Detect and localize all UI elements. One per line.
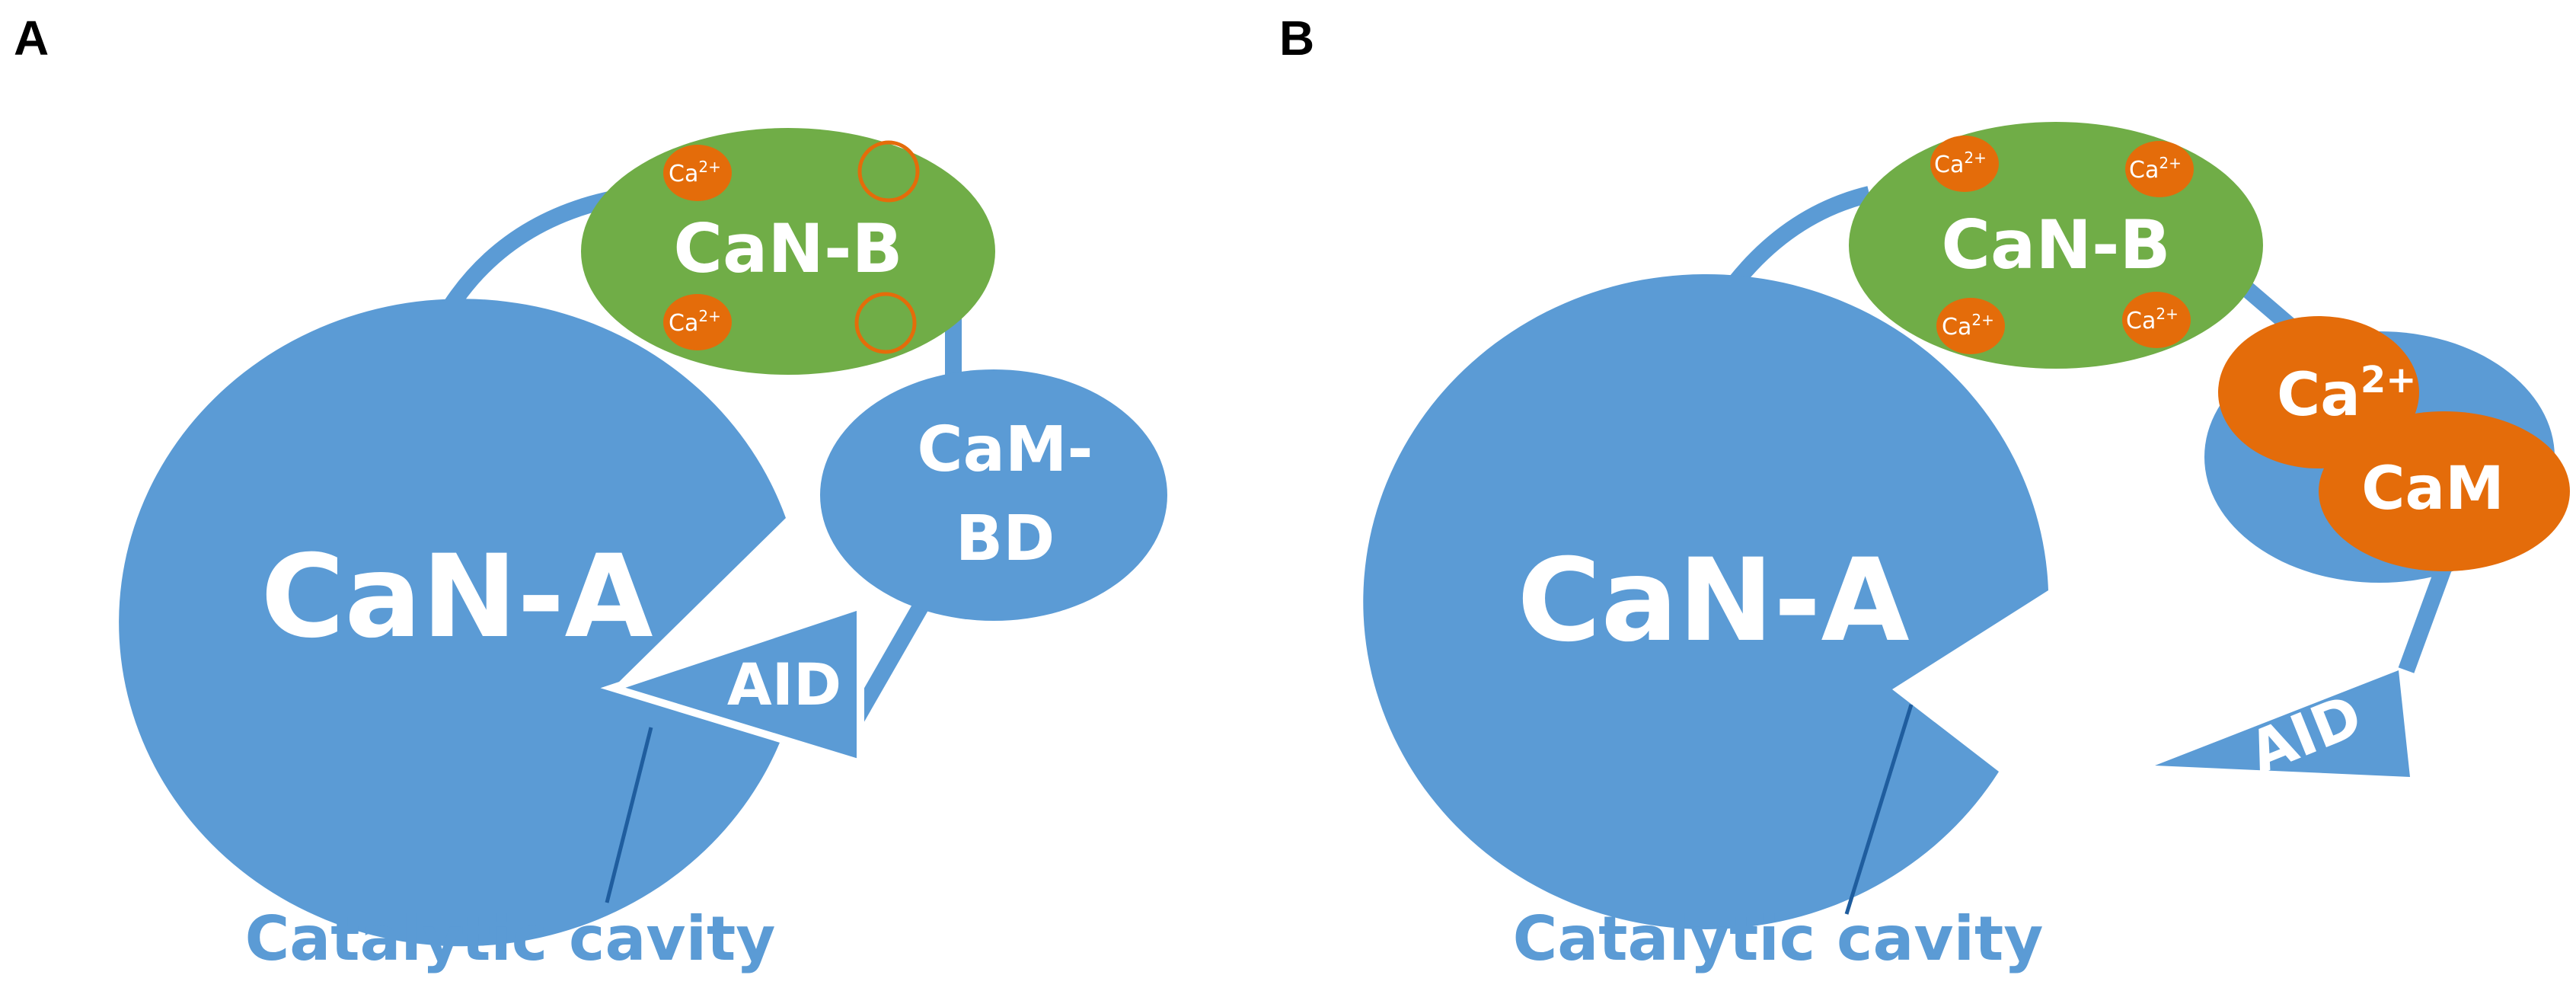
cambd-domain <box>820 369 1167 621</box>
cambd-label-line2: BD <box>956 503 1055 575</box>
cam-lobe <box>2319 411 2570 571</box>
canb-label: CaN-B <box>1941 206 2170 284</box>
ca-site-filled <box>663 145 732 201</box>
ca-ion-label: Ca2+ <box>1942 311 1994 340</box>
cambd-label-line1: CaM- <box>917 414 1093 486</box>
cana-label: CaN-A <box>260 531 653 663</box>
aid-triangle <box>2155 670 2410 777</box>
ca-ion-label: Ca2+ <box>1934 149 1987 178</box>
cana-label: CaN-A <box>1517 535 1909 667</box>
ca-site-filled <box>663 294 732 350</box>
panel-a-label: A <box>14 11 49 66</box>
ca-ion-label: Ca2+ <box>2129 154 2182 184</box>
ca-ion-label: Ca2+ <box>669 307 721 337</box>
cana-body <box>1363 273 2048 929</box>
ca-ion-label: Ca2+ <box>669 158 721 187</box>
cam-label: CaM <box>2361 455 2504 523</box>
cavity-pointer <box>1844 704 1914 915</box>
ca-site-filled <box>2122 292 2191 348</box>
cavity-pointer <box>605 727 653 903</box>
cavity-label: Catalytic cavity <box>1513 903 2044 974</box>
cana-body <box>119 299 787 947</box>
panel-b: B Ca2+ Ca2+ Ca2+ Ca2+ CaN-B CaN-A Ca2+ C… <box>1279 11 2570 974</box>
ca-site-filled <box>1936 298 2005 354</box>
ca-ion-label: Ca2+ <box>2126 305 2179 334</box>
linker-cam-aid <box>2398 553 2456 673</box>
ca-site-empty <box>857 140 920 203</box>
panel-a: A Ca2+ Ca2+ CaN-B CaN-A CaM- BD AID Cata… <box>14 11 1167 974</box>
ca-site-filled <box>1930 136 1999 192</box>
aid-label: AID <box>727 651 841 718</box>
panel-b-label: B <box>1279 11 1314 66</box>
ca-site-filled <box>2125 141 2194 197</box>
aid-triangle <box>600 600 864 769</box>
cavity-label: Catalytic cavity <box>245 903 776 974</box>
canb-label: CaN-B <box>673 209 902 288</box>
cam-ca-label: Ca2+ <box>2277 359 2417 430</box>
ca-site-empty <box>854 292 917 354</box>
